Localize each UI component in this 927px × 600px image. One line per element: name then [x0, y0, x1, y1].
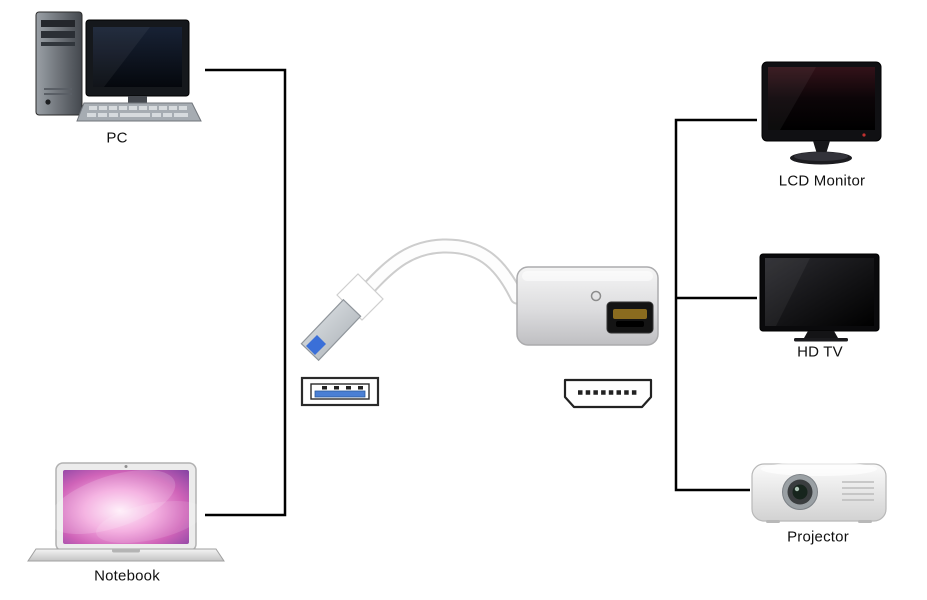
usb-port-icon: [300, 376, 380, 407]
connection-line-left: [205, 68, 287, 517]
notebook-illustration: [27, 462, 225, 562]
hdmi-port-icon: [563, 378, 653, 409]
projector-label: Projector: [787, 528, 849, 546]
pc-tower: [35, 11, 83, 116]
pc-illustration: [35, 11, 202, 122]
lcd-monitor-label: LCD Monitor: [778, 172, 866, 190]
adapter-logo-mark: [590, 290, 602, 302]
notebook-label: Notebook: [94, 567, 160, 585]
lcd-screen: [768, 67, 875, 130]
usb-plug-metal: [300, 298, 362, 362]
connection-line-right: [674, 118, 757, 492]
hdtv-illustration: [759, 253, 880, 342]
projector-vents: [842, 481, 874, 501]
tv-stand: [804, 331, 838, 338]
lcd-power-led: [862, 133, 866, 137]
notebook-base: [27, 548, 225, 562]
pc-label: PC: [106, 129, 128, 147]
hd-tv-label: HD TV: [797, 343, 843, 361]
lcd-monitor-illustration: [761, 61, 882, 165]
pc-keyboard: [76, 102, 202, 122]
projector-illustration: [751, 462, 887, 523]
adapter-illustration: [300, 238, 659, 362]
tv-screen: [765, 258, 874, 326]
usb-plug-tongue: [306, 335, 326, 355]
notebook-screen: [63, 470, 189, 544]
